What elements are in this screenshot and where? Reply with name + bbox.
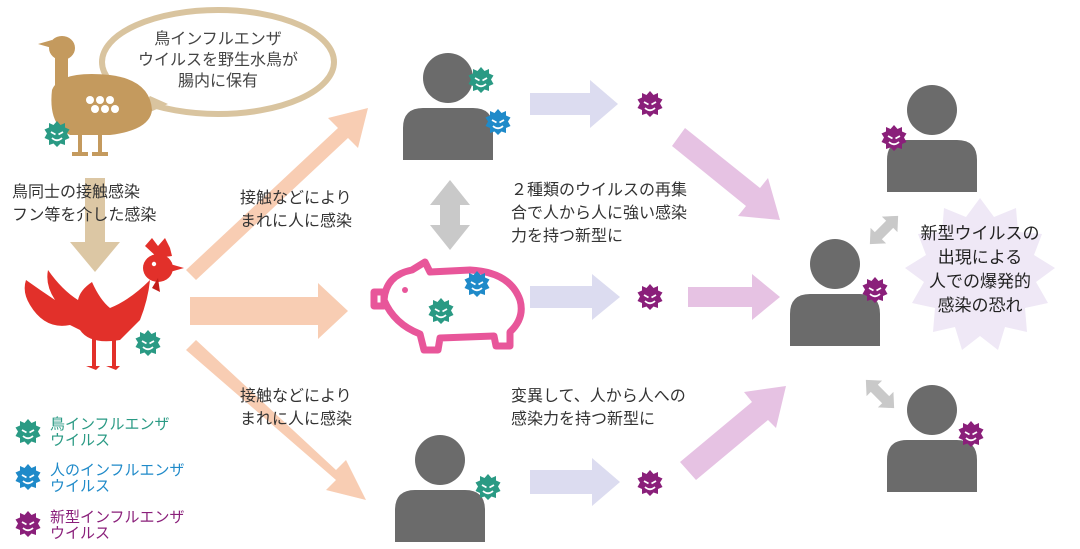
legend-new-flu-icon bbox=[14, 510, 42, 538]
arrow-spread-upper bbox=[869, 215, 899, 245]
contact-upper-line-1: 接触などにより bbox=[240, 188, 352, 207]
person-icon-bottom bbox=[395, 435, 485, 542]
contact-lower-line-1: 接触などにより bbox=[240, 386, 352, 405]
arrow-pink-bottom bbox=[680, 386, 786, 480]
bird-flu-virus-icon bbox=[467, 66, 495, 94]
new-flu-virus-icon bbox=[636, 469, 664, 497]
burst-text: 新型ウイルスの 出現による 人での爆発的 感染の恐れ bbox=[905, 222, 1055, 318]
mutation-label: 変異して、人から人への 感染力を持つ新型に bbox=[511, 384, 686, 430]
contact-lower-line-2: まれに人に感染 bbox=[240, 409, 353, 428]
arrow-pink-top bbox=[672, 128, 780, 220]
duck-feather-pattern bbox=[86, 96, 119, 113]
legend-bird-flu-line-1: 鳥インフルエンザ bbox=[50, 415, 170, 433]
arrow-lavender-bottom bbox=[530, 458, 620, 506]
speech-bubble bbox=[99, 7, 337, 117]
burst-line-1: 新型ウイルスの bbox=[920, 224, 1040, 244]
arrow-human-pig-exchange bbox=[430, 180, 470, 250]
bird-contact-line-2: フン等を介した感染 bbox=[12, 205, 157, 224]
legend-new-flu-line-1: 新型インフルエンザ bbox=[50, 508, 185, 526]
bubble-line-3: 腸内に保有 bbox=[177, 71, 258, 90]
legend-human-flu: 人のインフルエンザ ウイルス bbox=[50, 462, 185, 494]
arrow-lavender-top bbox=[530, 80, 618, 128]
arrow-spread-lower bbox=[865, 379, 895, 409]
new-flu-virus-icon bbox=[636, 90, 664, 118]
legend-human-flu-line-2: ウイルス bbox=[50, 477, 111, 495]
arrow-pink-middle bbox=[688, 274, 780, 320]
legend-new-flu-line-2: ウイルス bbox=[50, 524, 111, 542]
arrow-lavender-middle bbox=[530, 274, 620, 320]
arrow-rooster-to-human-bottom bbox=[186, 340, 366, 500]
duck-icon bbox=[38, 36, 152, 156]
legend-human-flu-icon bbox=[14, 463, 42, 491]
legend-bird-flu-icon bbox=[14, 418, 42, 446]
legend-bird-flu: 鳥インフルエンザ ウイルス bbox=[50, 416, 170, 448]
legend-bird-flu-line-2: ウイルス bbox=[50, 431, 111, 449]
pig-icon bbox=[370, 258, 525, 354]
arrow-rooster-to-human-top bbox=[186, 108, 368, 280]
bubble-line-2: ウイルスを野生水鳥が bbox=[137, 50, 298, 69]
reassort-line-2: 合で人から人に強い感染 bbox=[511, 203, 688, 222]
bird-contact-line-1: 鳥同士の接触感染 bbox=[12, 182, 141, 201]
bubble-line-1: 鳥インフルエンザ bbox=[154, 29, 282, 48]
legend-new-flu: 新型インフルエンザ ウイルス bbox=[50, 509, 185, 541]
new-flu-virus-icon bbox=[636, 283, 664, 311]
bubble-text: 鳥インフルエンザ ウイルスを野生水鳥が 腸内に保有 bbox=[120, 28, 316, 91]
mutate-line-1: 変異して、人から人への bbox=[511, 386, 686, 405]
reassortment-label: ２種類のウイルスの再集 合で人から人に強い感染 力を持つ新型に bbox=[511, 178, 687, 247]
arrow-duck-to-rooster bbox=[70, 178, 120, 272]
burst-line-3: 人での爆発的 bbox=[929, 272, 1031, 292]
bird-contact-label: 鳥同士の接触感染 フン等を介した感染 bbox=[12, 180, 156, 226]
reassort-line-3: 力を持つ新型に bbox=[511, 226, 624, 245]
bird-flu-virus-icon bbox=[427, 297, 455, 325]
bird-flu-virus-icon bbox=[134, 329, 162, 357]
contact-upper-label: 接触などにより まれに人に感染 bbox=[240, 186, 352, 232]
burst-line-2: 出現による bbox=[937, 248, 1023, 268]
contact-upper-line-2: まれに人に感染 bbox=[240, 211, 353, 230]
legend-human-flu-line-1: 人のインフルエンザ bbox=[50, 461, 185, 479]
contact-lower-label: 接触などにより まれに人に感染 bbox=[240, 384, 352, 430]
rooster-icon bbox=[24, 238, 184, 370]
reassort-line-1: ２種類のウイルスの再集 bbox=[511, 180, 688, 199]
burst-line-4: 感染の恐れ bbox=[937, 296, 1023, 316]
burst-callout bbox=[905, 198, 1055, 350]
mutate-line-2: 感染力を持つ新型に bbox=[511, 409, 656, 428]
arrow-rooster-to-pig bbox=[190, 283, 348, 339]
